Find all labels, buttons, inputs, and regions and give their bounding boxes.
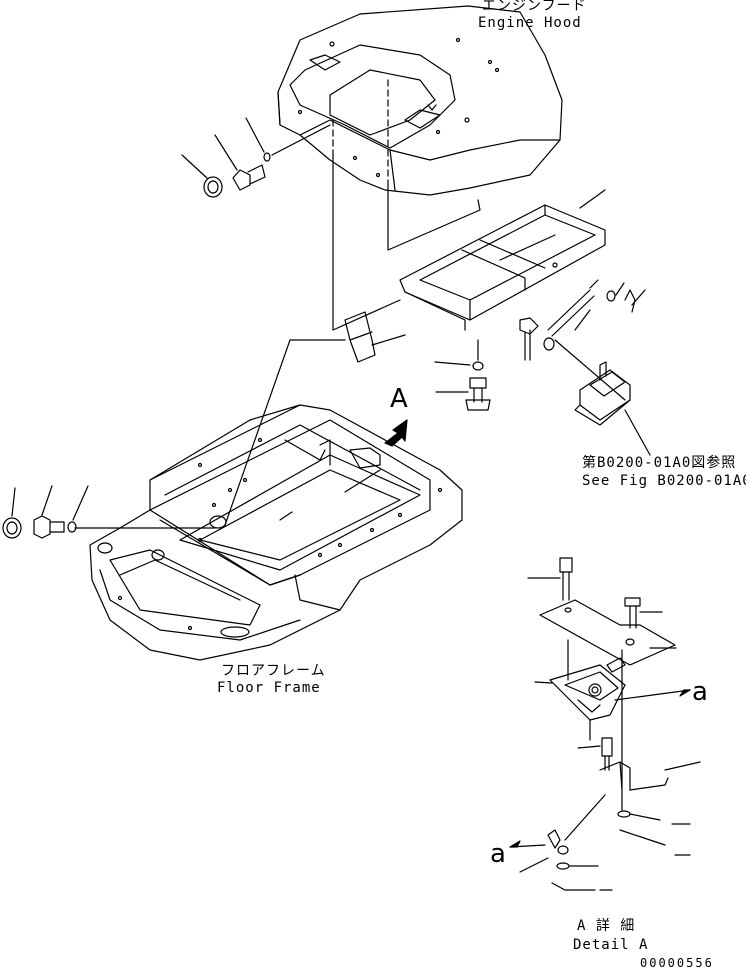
engine-hood (277, 5, 563, 196)
floor-frame (89, 404, 463, 661)
hidden-lines (332, 79, 389, 186)
hinge-bracket (344, 311, 406, 363)
detail-a-label-en: Detail A (573, 937, 649, 953)
arrow-a-lower-label: a (490, 839, 506, 869)
floor-frame-label-en: Floor Frame (217, 680, 321, 696)
engine-hood-label-jp: エンジンフード (482, 0, 587, 14)
arrow-a-upper-label: a (692, 677, 708, 707)
engine-hood-label-en: Engine Hood (478, 15, 582, 31)
view-a-label: A (390, 384, 408, 414)
detail-a (509, 557, 701, 891)
view-a-arrow-icon (384, 419, 408, 447)
reference-label-en: See Fig B0200-01A0 (582, 473, 746, 489)
bracket-frame (399, 189, 606, 331)
assembly-lines (74, 154, 481, 529)
detail-a-label-jp: A 詳 細 (577, 918, 636, 934)
floor-fasteners (2, 485, 89, 539)
reference-label-jp: 第B0200-01A0図参照 (582, 455, 737, 471)
center-fasteners (434, 339, 491, 411)
drawing-number: 00000556 (640, 956, 714, 970)
rubber-mount (574, 361, 651, 456)
hood-bolts (181, 117, 331, 198)
floor-frame-label-jp: フロアフレーム (221, 663, 326, 679)
